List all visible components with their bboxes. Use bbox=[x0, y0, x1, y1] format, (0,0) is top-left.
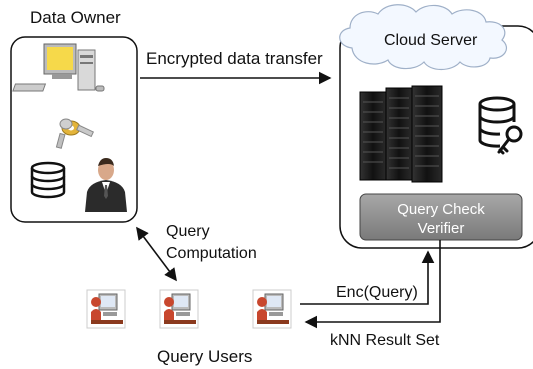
query-computation-label-line1: Query bbox=[166, 223, 210, 240]
verifier-label-line2: Verifier bbox=[418, 220, 465, 237]
key-icon bbox=[55, 118, 95, 149]
query-computation-arrow bbox=[136, 226, 177, 282]
knn-result-arrow bbox=[304, 240, 441, 329]
server-rack-icon bbox=[359, 85, 443, 183]
verifier-label-line1: Query Check bbox=[397, 201, 485, 218]
enc-query-arrow bbox=[300, 250, 435, 305]
query-user-icon bbox=[252, 289, 292, 329]
knn-result-label: kNN Result Set bbox=[330, 332, 440, 349]
query-users-title: Query Users bbox=[157, 347, 252, 366]
data-owner-title: Data Owner bbox=[30, 8, 121, 27]
encrypted-transfer-label: Encrypted data transfer bbox=[146, 49, 323, 68]
query-user-icon bbox=[159, 289, 199, 329]
query-user-icon bbox=[86, 289, 126, 329]
cloud-shape bbox=[339, 4, 507, 71]
cloud-server-title: Cloud Server bbox=[384, 32, 478, 49]
query-computation-label-line2: Computation bbox=[166, 245, 257, 262]
enc-query-label: Enc(Query) bbox=[336, 284, 418, 301]
person-avatar-icon bbox=[85, 158, 127, 212]
computer-icon bbox=[12, 43, 105, 92]
database-icon bbox=[30, 161, 66, 199]
query-check-verifier-box bbox=[359, 193, 523, 241]
encrypted-database-icon bbox=[478, 96, 523, 155]
